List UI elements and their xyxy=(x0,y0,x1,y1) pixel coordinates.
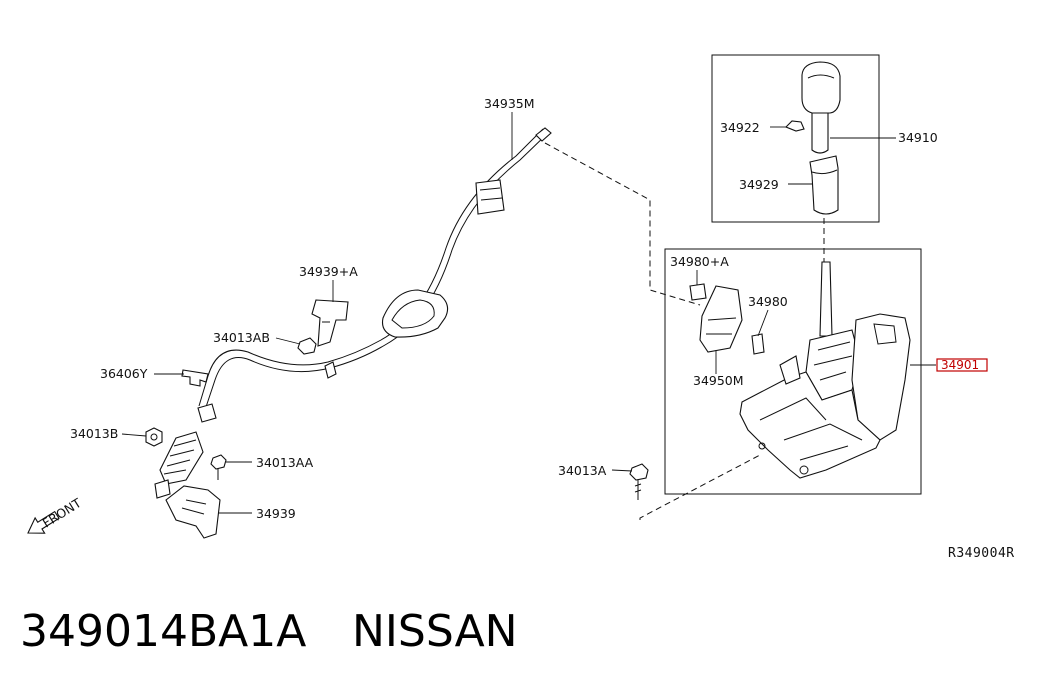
knob-boot xyxy=(809,155,839,215)
label-36406y: 36406Y xyxy=(100,366,148,381)
label-34013ab: 34013AB xyxy=(213,330,270,345)
shifter-group-box xyxy=(664,248,922,495)
label-34013a: 34013A xyxy=(558,463,607,478)
label-34929: 34929 xyxy=(739,177,779,192)
control-cable xyxy=(154,127,552,499)
label-34935m: 34935M xyxy=(484,96,535,111)
bolt-34013a xyxy=(629,463,649,500)
label-34980a: 34980+A xyxy=(670,254,729,269)
connector-34980a xyxy=(689,283,707,301)
label-34922: 34922 xyxy=(720,120,760,135)
label-34013aa: 34013AA xyxy=(256,455,314,470)
diagram-reference-code: R349004R xyxy=(948,546,1015,561)
label-34980: 34980 xyxy=(748,294,788,309)
bolt-34013aa xyxy=(210,454,227,480)
caption-brand: NISSAN xyxy=(352,606,518,657)
highlight-box-34901: 34901 xyxy=(936,358,988,372)
leader-34013b xyxy=(121,433,147,437)
bolt-34013ab xyxy=(297,337,317,355)
label-34901: 34901 xyxy=(941,358,979,372)
shift-knob xyxy=(801,61,841,154)
caption-part-number: 349014BA1A xyxy=(20,606,306,657)
leader-34013a xyxy=(611,469,633,472)
cable-bracket-upper xyxy=(311,299,349,347)
front-arrow-icon xyxy=(27,510,60,534)
label-34939a: 34939+A xyxy=(299,264,358,279)
bolt-to-shifter-dashed-line xyxy=(639,454,761,520)
leader-34980 xyxy=(757,309,769,337)
sensor-34980 xyxy=(751,333,765,355)
label-34950m: 34950M xyxy=(693,373,744,388)
leader-34013ab xyxy=(275,337,301,345)
shifter-assembly xyxy=(739,261,911,479)
knob-group-box xyxy=(711,54,880,223)
label-34013b: 34013B xyxy=(70,426,118,441)
clip-36406y xyxy=(181,369,209,387)
cable-to-shifter-dashed-line xyxy=(544,142,701,306)
shift-lock-module xyxy=(699,285,743,353)
cable-bracket-lower xyxy=(165,485,221,539)
label-34910: 34910 xyxy=(898,130,938,145)
label-34939: 34939 xyxy=(256,506,296,521)
nut-34013b xyxy=(145,427,163,447)
knob-clip xyxy=(785,120,805,132)
label-front: FRONT xyxy=(40,495,84,531)
